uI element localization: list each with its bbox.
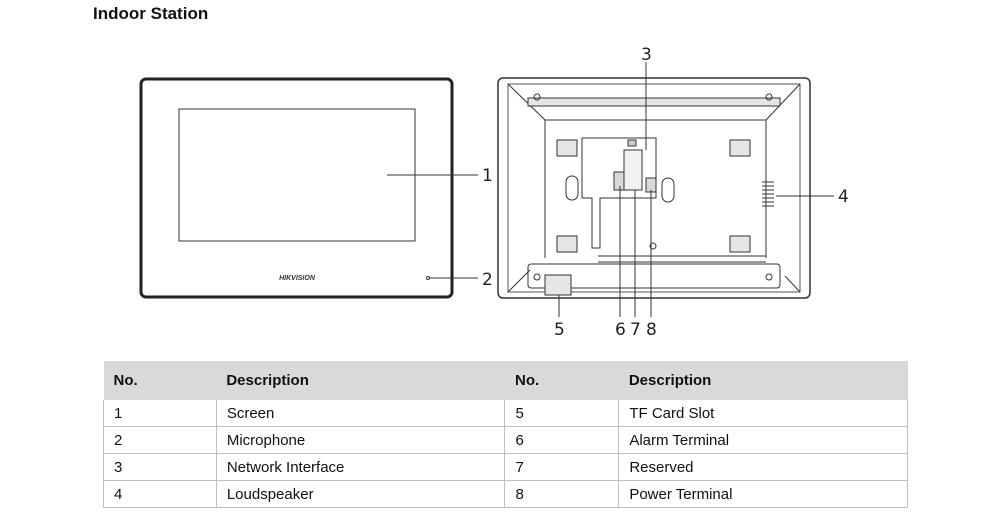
table-cell: 7 — [504, 453, 620, 481]
table-row: 4 Loudspeaker 8 Power Terminal — [103, 480, 908, 508]
parts-table: No. Description No. Description 1 Screen… — [103, 361, 908, 508]
callout-5: 5 — [554, 320, 565, 340]
table-row: 2 Microphone 6 Alarm Terminal — [103, 426, 908, 454]
table-cell: 3 — [103, 453, 217, 481]
table-cell: Power Terminal — [618, 480, 908, 508]
table-cell: Loudspeaker — [215, 480, 506, 508]
loudspeaker-grille — [762, 181, 774, 207]
callout-1: 1 — [482, 166, 493, 186]
callout-3: 3 — [641, 45, 652, 65]
table-cell: Alarm Terminal — [618, 426, 908, 454]
table-cell: Screen — [215, 400, 506, 427]
header-description-left: Description — [216, 361, 505, 400]
callout-4: 4 — [838, 187, 849, 207]
table-cell: Microphone — [215, 426, 506, 454]
callout-2: 2 — [482, 270, 493, 290]
callout-6: 6 — [615, 320, 626, 340]
header-description-right: Description — [618, 361, 908, 400]
table-cell: 4 — [103, 480, 217, 508]
table-cell: 2 — [103, 426, 217, 454]
microphone-hole — [426, 276, 430, 280]
table-header-row: No. Description No. Description — [103, 361, 908, 400]
tf-card-slot — [544, 274, 572, 296]
callout-7: 7 — [630, 320, 641, 340]
rear-view — [497, 77, 811, 299]
table-cell: TF Card Slot — [618, 400, 908, 427]
section-heading: Indoor Station — [93, 4, 209, 23]
front-view: HIKVISION 1 2 — [139, 77, 493, 299]
brand-logo: HIKVISION — [279, 275, 316, 282]
table-cell: 8 — [504, 480, 620, 508]
table-row: 1 Screen 5 TF Card Slot — [103, 400, 908, 427]
table-cell: 5 — [504, 400, 620, 427]
table-cell: 6 — [504, 426, 620, 454]
callout-8: 8 — [646, 320, 657, 340]
table-cell: Network Interface — [215, 453, 506, 481]
header-no-left: No. — [103, 361, 217, 400]
header-no-right: No. — [504, 361, 619, 400]
table-cell: Reserved — [618, 453, 908, 481]
table-row: 3 Network Interface 7 Reserved — [103, 453, 908, 481]
table-cell: 1 — [103, 400, 217, 427]
indoor-station-diagram: HIKVISION 1 2 — [139, 45, 849, 340]
